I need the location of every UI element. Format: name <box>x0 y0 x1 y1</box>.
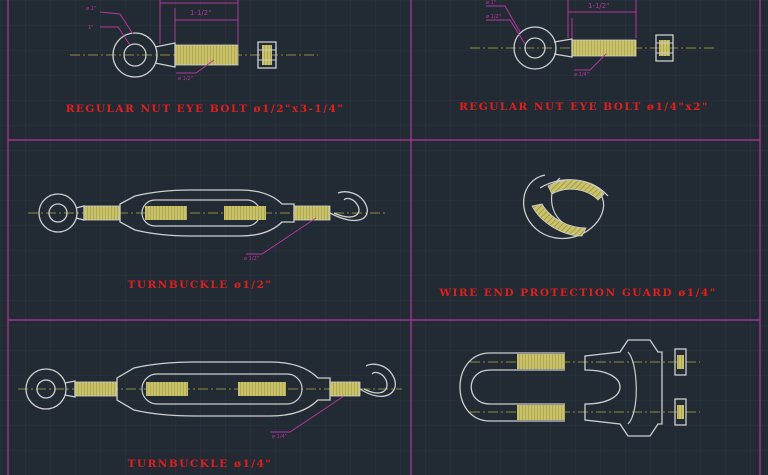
nut <box>655 34 674 62</box>
panel-title: WIRE END PROTECTION GUARD ø1/4" <box>438 287 716 299</box>
panel-title: TURNBUCKLE ø1/4" <box>128 458 273 470</box>
dim-bolt: ø 1/4" <box>574 72 589 78</box>
panel-title: REGULAR NUT EYE BOLT ø1/2"x3-1/4" <box>66 103 345 115</box>
u-bend-inner <box>470 369 565 405</box>
u-bolt-clip-drawing <box>459 339 700 437</box>
dim-diameter: ø 1/2" <box>244 256 259 262</box>
upper-thread <box>517 354 565 369</box>
upper-nut <box>674 348 687 376</box>
panel-frame <box>7 0 761 475</box>
turnbuckle-quarter-inch-drawing: ø 1/4" TURNBUCKLE ø1/4" <box>18 361 402 470</box>
dim-bolt: ø 1/2" <box>178 76 193 82</box>
panel-title: REGULAR NUT EYE BOLT ø1/4"x2" <box>459 101 709 113</box>
eye-outer <box>112 32 158 78</box>
left-eye-outer <box>38 193 78 233</box>
dim-span: 1-1/2" <box>190 9 211 17</box>
right-thread <box>329 381 361 397</box>
wire-guard-drawing: WIRE END PROTECTION GUARD ø1/4" <box>438 174 716 299</box>
left-thread <box>83 205 121 221</box>
nut <box>257 41 277 69</box>
turnbuckle-half-inch-drawing: ø 1/2" TURNBUCKLE ø1/2" <box>28 189 388 291</box>
eye-inner <box>524 37 546 59</box>
dim-diameter: ø 1/4" <box>272 434 287 440</box>
frame-body <box>116 361 331 417</box>
dim-span: 1-1/2" <box>588 2 609 10</box>
inner-thread-left <box>145 206 187 220</box>
eye-bolt-quarter-inch-drawing: 1-1/2" ø 1" ø 1/2" ø 1/4" REGULAR NUT EY… <box>459 0 716 113</box>
inner-thread-left <box>146 382 188 396</box>
eye-outer <box>513 26 557 70</box>
saddle <box>584 339 663 437</box>
eye-inner <box>123 43 147 67</box>
left-eye-outer <box>25 368 67 410</box>
guard-hatch-bottom <box>531 203 587 237</box>
u-bend-outer <box>459 352 565 422</box>
dim-eye-inner: 1" <box>88 25 93 31</box>
panel-title: TURNBUCKLE ø1/2" <box>128 279 273 291</box>
hook <box>329 191 368 222</box>
dim-eye-inner: ø 1/2" <box>486 14 501 20</box>
lower-thread <box>517 405 565 420</box>
bolt-thread <box>571 39 637 57</box>
left-eye-inner <box>36 379 56 399</box>
lower-nut <box>674 398 687 426</box>
hook <box>359 363 396 398</box>
bolt-thread <box>174 44 239 66</box>
left-eye-inner <box>48 203 68 223</box>
inner-thread-right <box>224 206 266 220</box>
frame-body <box>119 189 295 237</box>
dim-eye-outer: ø 1" <box>86 6 96 12</box>
left-thread <box>74 381 118 397</box>
eye-bolt-half-inch-drawing: 1-1/2" ø 1" 1" ø 1/2" REGULAR NUT EYE BO… <box>66 0 345 115</box>
right-thread <box>293 205 331 221</box>
dim-eye-outer: ø 1" <box>486 0 496 6</box>
inner-thread-right <box>238 382 286 396</box>
guard-hatch-top <box>547 179 605 201</box>
